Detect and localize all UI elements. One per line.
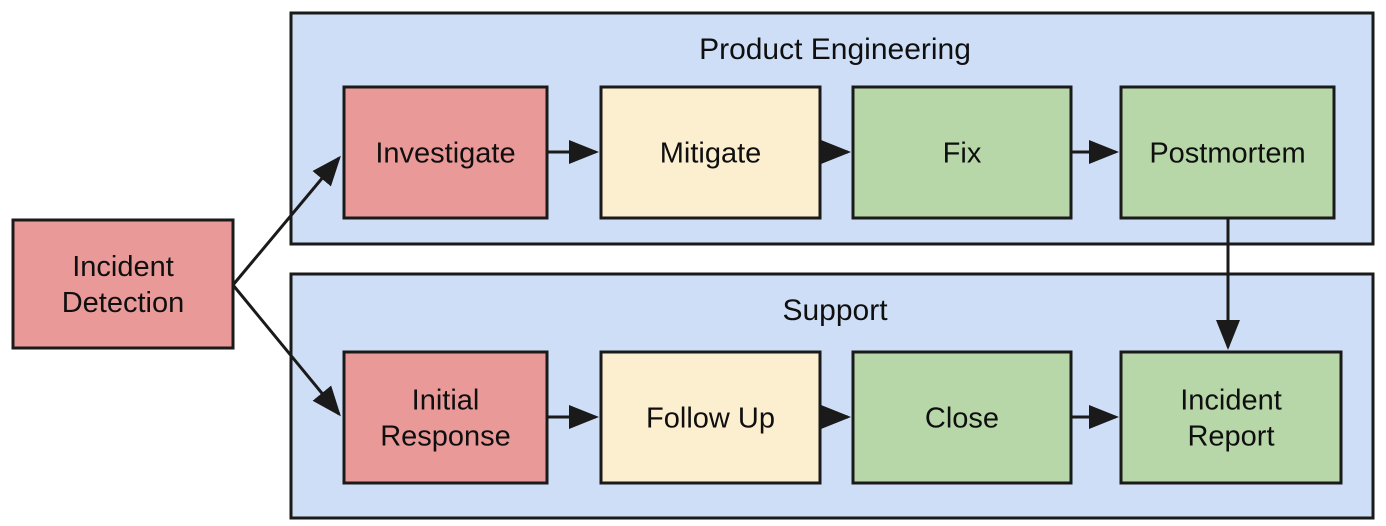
connector-detection-to-initial-response <box>231 284 341 417</box>
node-box-postmortem <box>1119 85 1336 220</box>
node-box-incident-report <box>1119 350 1343 485</box>
node-label-postmortem: Postmortem <box>1149 138 1305 170</box>
node-fix[interactable]: Fix <box>851 85 1073 220</box>
node-mitigate[interactable]: Mitigate <box>599 85 822 220</box>
connectors-layer <box>231 140 1240 429</box>
node-box-incident-detection <box>11 218 235 350</box>
node-label-incident-detection-line2: Detection <box>62 287 185 319</box>
node-label-mitigate: Mitigate <box>660 138 762 170</box>
node-label-incident-report-line1: Incident <box>1180 385 1282 417</box>
node-box-fix <box>851 85 1073 220</box>
node-label-incident-report-line2: Report <box>1187 421 1274 453</box>
node-box-close <box>851 350 1073 485</box>
swimlane-title-support: Support <box>782 294 888 327</box>
connector-detection-to-investigate <box>231 155 341 286</box>
node-follow-up[interactable]: Follow Up <box>599 350 822 485</box>
node-label-investigate: Investigate <box>375 138 515 170</box>
node-box-investigate <box>342 85 549 220</box>
node-close[interactable]: Close <box>851 350 1073 485</box>
node-label-fix: Fix <box>943 138 982 170</box>
node-postmortem[interactable]: Postmortem <box>1119 85 1336 220</box>
node-label-close: Close <box>925 403 999 435</box>
swimlane-title-product-engineering: Product Engineering <box>699 33 971 66</box>
node-box-mitigate <box>599 85 822 220</box>
node-label-initial-response-line1: Initial <box>412 385 480 417</box>
node-label-incident-detection-line1: Incident <box>72 251 174 283</box>
node-box-initial-response <box>342 350 549 485</box>
node-box-follow-up <box>599 350 822 485</box>
node-label-initial-response-line2: Response <box>380 421 511 453</box>
node-label-follow-up: Follow Up <box>646 403 775 435</box>
node-investigate[interactable]: Investigate <box>342 85 549 220</box>
